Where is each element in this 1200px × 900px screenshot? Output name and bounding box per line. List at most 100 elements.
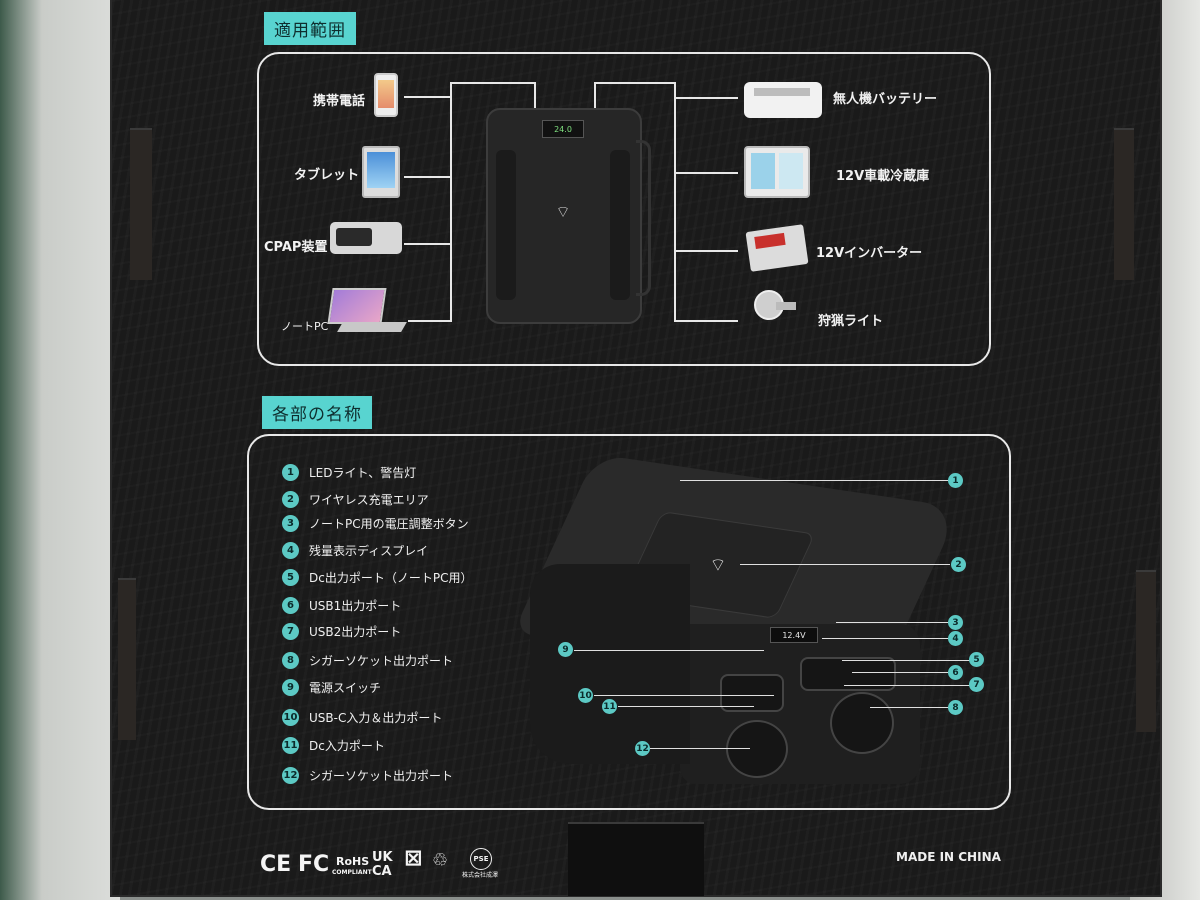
connector-line	[594, 82, 674, 84]
device-label-hunting-light: 狩猟ライト	[818, 314, 884, 329]
wireless-charging-icon: ⌔	[555, 202, 571, 221]
item-number: 6	[282, 597, 299, 614]
tablet-icon	[362, 146, 400, 198]
item-number: 12	[282, 767, 299, 784]
item-label: Dc入力ポート	[309, 739, 385, 753]
item-label: 電源スイッチ	[309, 681, 382, 695]
side-slot-left-top	[130, 128, 152, 280]
item-number: 8	[282, 652, 299, 669]
device-label-phone: 携帯電話	[313, 94, 366, 109]
connector-line	[674, 172, 738, 174]
item-label: シガーソケット出力ポート	[309, 654, 454, 668]
parts-list-item: 10 USB-C入力＆出力ポート	[282, 709, 442, 726]
callout-line	[650, 748, 750, 749]
parts-list-item: 11 Dc入力ポート	[282, 737, 385, 754]
rohs-mark: RoHS	[336, 855, 370, 868]
item-number: 9	[282, 679, 299, 696]
item-label: 残量表示ディスプレイ	[309, 544, 429, 558]
parts-list-item: 6 USB1出力ポート	[282, 597, 401, 614]
callout-line	[844, 685, 970, 686]
callout-line	[836, 622, 948, 623]
callout-12: 12	[635, 741, 650, 756]
parts-section-title: 各部の名称	[262, 396, 372, 429]
callout-line	[870, 707, 948, 708]
parts-list-item: 8 シガーソケット出力ポート	[282, 652, 453, 669]
callout-line	[618, 706, 754, 707]
usb-c-port	[720, 674, 784, 712]
item-number: 11	[282, 737, 299, 754]
station-handle	[636, 140, 651, 296]
callout-line	[852, 672, 948, 673]
device-label-car-fridge: 12V車載冷蔵庫	[836, 169, 930, 184]
item-label: ノートPC用の電圧調整ボタン	[309, 517, 469, 531]
connector-line	[404, 176, 450, 178]
callout-line	[822, 638, 948, 639]
parts-list-item: 1 LEDライト、警告灯	[282, 464, 416, 481]
device-label-laptop: ノートPC	[281, 320, 329, 333]
item-label: ワイヤレス充電エリア	[309, 493, 429, 507]
cigar-socket-port-2	[726, 720, 788, 778]
made-in-label: MADE IN CHINA	[896, 850, 1001, 864]
callout-line	[740, 564, 950, 565]
power-station-3d-view: ⌔ 12.4V	[513, 454, 961, 790]
connector-line	[674, 320, 738, 322]
item-label: LEDライト、警告灯	[309, 466, 417, 480]
item-label: USB-C入力＆出力ポート	[309, 711, 443, 725]
item-label: USB1出力ポート	[309, 599, 402, 613]
fcc-mark: FC	[298, 852, 330, 877]
item-number: 4	[282, 542, 299, 559]
side-slot-right-top	[1114, 128, 1134, 280]
cigar-socket-port	[830, 692, 894, 754]
usage-panel	[257, 52, 991, 366]
laptop-icon	[326, 288, 407, 336]
connector-line	[404, 96, 450, 98]
ukca-mark-top: UK	[372, 850, 393, 865]
connector-line	[450, 82, 536, 84]
parts-list-item: 4 残量表示ディスプレイ	[282, 542, 428, 559]
car-fridge-icon	[744, 146, 810, 198]
parts-list-item: 9 電源スイッチ	[282, 679, 381, 696]
connector-line	[594, 82, 596, 112]
callout-7: 7	[969, 677, 984, 692]
connector-line	[674, 97, 738, 99]
recycle-icon: ♲	[432, 850, 449, 871]
drone-battery-icon	[744, 82, 822, 118]
item-number: 10	[282, 709, 299, 726]
parts-panel	[247, 434, 1011, 810]
item-number: 1	[282, 464, 299, 481]
device-label-drone-battery: 無人機バッテリー	[833, 92, 938, 107]
item-label: シガーソケット出力ポート	[309, 769, 454, 783]
callout-3: 3	[948, 615, 963, 630]
company-name: 株式会社成澤	[462, 872, 499, 879]
item-number: 3	[282, 515, 299, 532]
inverter-icon	[745, 224, 809, 272]
callout-line	[574, 650, 764, 651]
callout-1: 1	[948, 473, 963, 488]
weee-bin-icon: ⊠	[404, 846, 423, 871]
ukca-mark-bottom: CA	[372, 864, 392, 879]
product-display: 12.4V	[770, 627, 818, 643]
item-label: Dc出力ポート（ノートPC用）	[309, 571, 473, 585]
usage-section-title: 適用範囲	[264, 12, 356, 45]
item-number: 7	[282, 623, 299, 640]
hunting-light-icon	[754, 290, 804, 342]
wireless-charging-icon: ⌔	[709, 555, 727, 576]
side-slot-left-bottom	[118, 578, 136, 740]
pse-mark: PSE	[470, 848, 492, 870]
device-label-inverter: 12Vインバーター	[816, 246, 923, 261]
callout-10: 10	[578, 688, 593, 703]
callout-11: 11	[602, 699, 617, 714]
callout-line	[680, 480, 948, 481]
connector-line	[450, 82, 452, 322]
parts-list-item: 3 ノートPC用の電圧調整ボタン	[282, 515, 469, 532]
station-display: 24.0	[542, 120, 584, 138]
connector-line	[674, 250, 738, 252]
callout-line	[594, 695, 774, 696]
device-label-tablet: タブレット	[294, 168, 360, 183]
power-station-top-view: 24.0 ⌔	[486, 108, 642, 324]
callout-5: 5	[969, 652, 984, 667]
background-left	[0, 0, 120, 900]
